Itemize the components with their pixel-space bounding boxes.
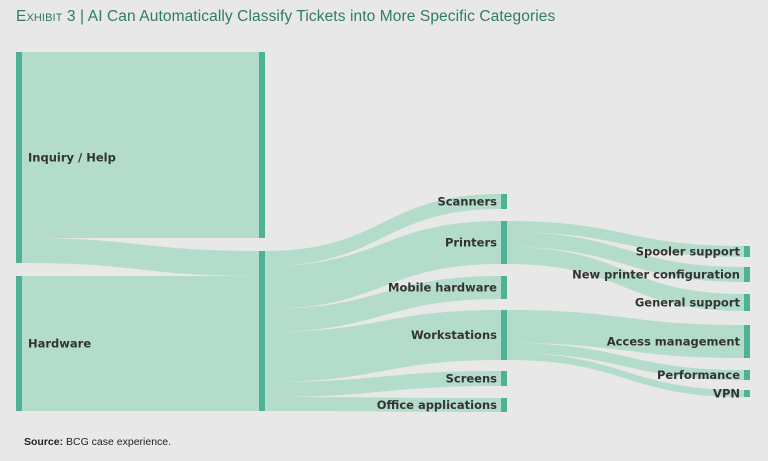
source-note: Source: BCG case experience. <box>24 436 171 448</box>
source-label: Source: <box>24 436 64 448</box>
node-inquiry <box>16 52 22 263</box>
label-screens: Screens <box>446 372 498 386</box>
label-hardware: Hardware <box>28 337 91 351</box>
title-separator: | <box>80 8 85 25</box>
node-access <box>744 325 750 358</box>
label-access: Access management <box>607 335 741 349</box>
flow-hardware_all-to-printers <box>265 221 501 309</box>
label-general: General support <box>635 296 741 310</box>
flow-hardware_all-to-scanners <box>265 194 501 266</box>
exhibit-number: Exhibit 3 <box>16 8 76 25</box>
flow-workstations-to-vpn <box>507 353 744 397</box>
flow-hardware_all-to-office <box>265 397 501 412</box>
node-hardware_all <box>259 251 265 411</box>
flow-printers-to-spooler <box>507 221 744 257</box>
flow-hardware_all-to-workstations <box>265 310 501 382</box>
flow-hardware-to-hardware_all <box>22 276 259 411</box>
node-performance <box>744 370 750 380</box>
label-newprinter: New printer configuration <box>572 268 740 282</box>
node-mobile <box>501 276 507 299</box>
flow-hardware_all-to-screens <box>265 371 501 397</box>
label-office: Office applications <box>377 398 497 412</box>
source-text: BCG case experience. <box>66 436 172 448</box>
node-spooler <box>744 246 750 257</box>
node-inquiry_out <box>259 52 265 238</box>
flow-hardware_all-to-mobile <box>265 276 501 332</box>
label-scanners: Scanners <box>437 195 497 209</box>
node-workstations <box>501 310 507 360</box>
node-newprinter <box>744 267 750 282</box>
node-printers <box>501 221 507 264</box>
label-spooler: Spooler support <box>636 245 741 259</box>
node-scanners <box>501 194 507 209</box>
label-inquiry: Inquiry / Help <box>28 151 116 165</box>
node-vpn <box>744 390 750 397</box>
flow-workstations-to-access <box>507 310 744 358</box>
flow-printers-to-newprinter <box>507 232 744 282</box>
flow-workstations-to-performance <box>507 343 744 380</box>
flow-inquiry-to-hardware_all <box>22 238 259 276</box>
label-vpn: VPN <box>713 387 740 401</box>
label-performance: Performance <box>657 368 740 382</box>
node-office <box>501 398 507 412</box>
exhibit-title: Exhibit 3 | AI Can Automatically Classif… <box>16 8 555 26</box>
exhibit-title-text: AI Can Automatically Classify Tickets in… <box>87 8 556 25</box>
node-general <box>744 294 750 311</box>
node-screens <box>501 371 507 386</box>
node-hardware <box>16 276 22 411</box>
flow-printers-to-general <box>507 247 744 311</box>
label-printers: Printers <box>445 236 497 250</box>
label-workstations: Workstations <box>411 328 497 342</box>
flow-inquiry-to-inquiry_out <box>22 52 259 238</box>
label-mobile: Mobile hardware <box>388 281 497 295</box>
